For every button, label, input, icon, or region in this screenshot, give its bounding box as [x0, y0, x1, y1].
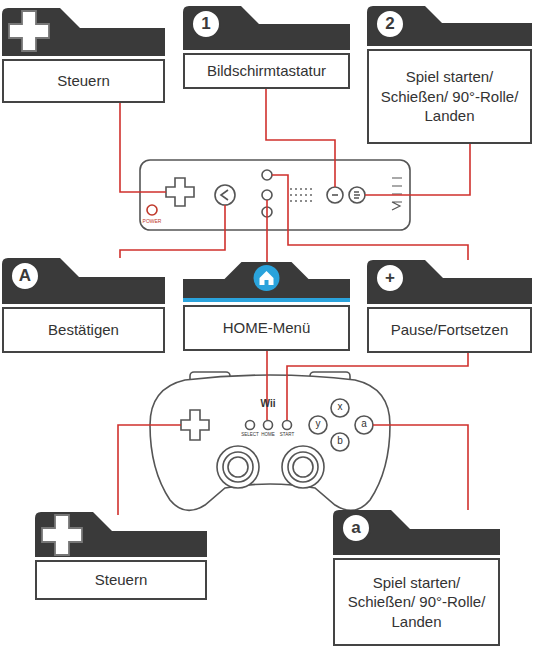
callout-body: Bildschirmtastatur [183, 53, 350, 89]
tab-shape [183, 6, 350, 50]
callout-box: Steuern [35, 512, 207, 600]
callout-text: Steuern [43, 570, 199, 590]
house-door [265, 280, 269, 285]
callout-box: HOME-Menü [183, 262, 350, 351]
home-strip [183, 298, 350, 302]
tab-shape [35, 512, 207, 557]
dpad-icon [42, 515, 82, 555]
button-icon: a [341, 513, 371, 543]
tab-shape [367, 260, 532, 304]
callout-box: 2Spiel starten/ Schießen/ 90°-Rolle/ Lan… [367, 6, 532, 144]
button-label: POWER [143, 219, 162, 224]
home-icon [254, 265, 280, 291]
button-icon: 2 [375, 9, 405, 39]
leader-line [287, 350, 468, 420]
tab-shape [2, 8, 165, 56]
tab-shape [367, 6, 532, 46]
button-label: HOME [261, 433, 275, 438]
callout-text: HOME-Menü [191, 318, 342, 338]
callout-box: + Pause/Fortsetzen [367, 260, 532, 353]
callout-body: Steuern [35, 560, 207, 600]
callout-text: Spiel starten/ Schießen/ 90°-Rolle/ Land… [375, 67, 524, 126]
leader-line [373, 425, 468, 510]
leader-line [120, 205, 225, 258]
tab-shape [183, 262, 350, 302]
house-shape [260, 271, 274, 285]
callout-body: HOME-Menü [183, 305, 350, 351]
callout-body: Steuern [2, 59, 165, 103]
callout-text: Spiel starten/ Schießen/ 90°-Rolle/ Land… [341, 573, 492, 632]
tab-shape [2, 258, 165, 304]
callout-box: Steuern [2, 8, 165, 103]
leader-line [266, 200, 268, 265]
leader-line [118, 425, 181, 515]
button-label: SELECT [241, 433, 259, 438]
callout-body: Pause/Fortsetzen [367, 307, 532, 353]
button-icon: 1 [191, 9, 221, 39]
callout-box: A Bestätigen [2, 258, 165, 353]
button-label: x [338, 402, 343, 412]
callout-box: 1Bildschirmtastatur [183, 6, 350, 89]
button-label: b [337, 436, 343, 446]
speaker-holes [290, 188, 312, 202]
callout-body: Spiel starten/ Schießen/ 90°-Rolle/ Land… [333, 558, 500, 646]
callout-tab [35, 512, 207, 557]
button-label: START [280, 433, 294, 438]
leader-line [272, 175, 468, 260]
callout-tab [183, 262, 350, 302]
callout-text: Steuern [10, 71, 157, 91]
button-icon: + [375, 263, 405, 293]
callout-text: Pause/Fortsetzen [375, 320, 524, 340]
button-label: y [316, 419, 321, 429]
classic-controller [150, 372, 390, 510]
leader-line [120, 100, 166, 192]
tab-shape [333, 510, 500, 555]
dpad-icon [9, 11, 49, 51]
callout-body: Spiel starten/ Schießen/ 90°-Rolle/ Land… [367, 49, 532, 144]
callout-box: aSpiel starten/ Schießen/ 90°-Rolle/ Lan… [333, 510, 500, 646]
callout-tab [2, 8, 165, 56]
callout-text: Bestätigen [10, 320, 157, 340]
callout-body: Bestätigen [2, 307, 165, 353]
leader-line [365, 141, 470, 195]
leader-line [266, 82, 335, 187]
leader-line [266, 350, 268, 420]
button-label: a [361, 419, 367, 429]
button-label: Wii [261, 399, 276, 409]
button-icon: A [10, 261, 40, 291]
callout-text: Bildschirmtastatur [191, 61, 342, 81]
